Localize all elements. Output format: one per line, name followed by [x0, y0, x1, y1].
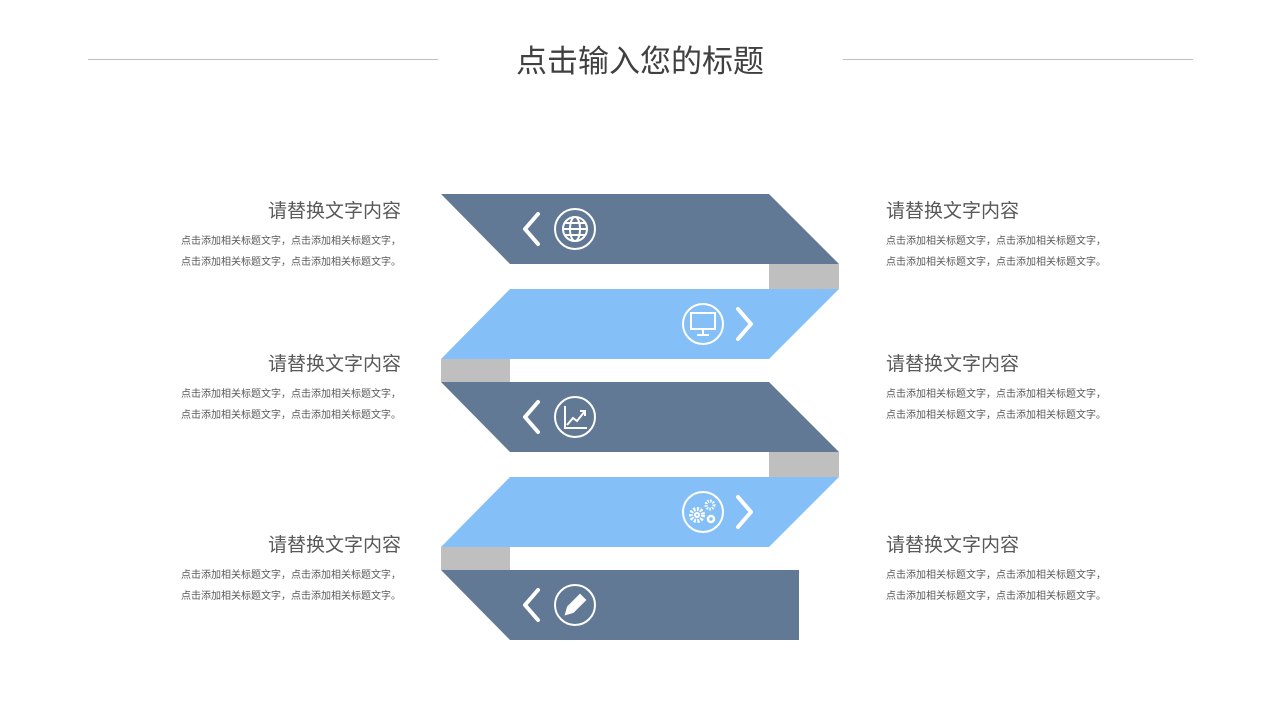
block-heading[interactable]: 请替换文字内容 [886, 353, 1020, 375]
fold-3 [769, 452, 839, 477]
chevron-left-icon [523, 212, 540, 246]
block-body[interactable]: 点击添加相关标题文字，点击添加相关标题文字，点击添加相关标题文字，点击添加相关标… [181, 389, 401, 421]
block-heading[interactable]: 请替换文字内容 [267, 534, 401, 556]
gears-icon [682, 491, 724, 533]
text-block-left-2: 请替换文字内容 点击添加相关标题文字，点击添加相关标题文字，点击添加相关标题文字… [176, 349, 401, 426]
block-body[interactable]: 点击添加相关标题文字，点击添加相关标题文字，点击添加相关标题文字，点击添加相关标… [886, 389, 1106, 421]
block-heading[interactable]: 请替换文字内容 [886, 200, 1020, 222]
globe-icon [554, 208, 596, 250]
block-body[interactable]: 点击添加相关标题文字，点击添加相关标题文字，点击添加相关标题文字，点击添加相关标… [886, 570, 1106, 602]
block-heading[interactable]: 请替换文字内容 [886, 534, 1020, 556]
text-block-left-3: 请替换文字内容 点击添加相关标题文字，点击添加相关标题文字，点击添加相关标题文字… [176, 530, 401, 607]
page-title[interactable]: 点击输入您的标题 [516, 44, 764, 80]
fold-2 [441, 359, 510, 382]
text-block-right-2: 请替换文字内容 点击添加相关标题文字，点击添加相关标题文字，点击添加相关标题文字… [886, 349, 1111, 426]
text-block-right-3: 请替换文字内容 点击添加相关标题文字，点击添加相关标题文字，点击添加相关标题文字… [886, 530, 1111, 607]
title-rule-right [843, 59, 1193, 60]
text-block-left-1: 请替换文字内容 点击添加相关标题文字，点击添加相关标题文字，点击添加相关标题文字… [176, 196, 401, 273]
title-rule-left [88, 59, 438, 60]
band-4[interactable] [441, 477, 839, 547]
band-2[interactable] [441, 289, 839, 359]
monitor-icon [682, 303, 724, 345]
block-body[interactable]: 点击添加相关标题文字，点击添加相关标题文字，点击添加相关标题文字，点击添加相关标… [181, 236, 401, 268]
chevron-right-icon [736, 307, 753, 341]
band-5[interactable] [441, 570, 799, 640]
chevron-left-icon [523, 588, 540, 622]
band-1[interactable] [441, 194, 839, 264]
pencil-icon [554, 584, 596, 626]
fold-4 [441, 547, 510, 570]
band-3[interactable] [441, 382, 839, 452]
block-heading[interactable]: 请替换文字内容 [267, 353, 401, 375]
block-body[interactable]: 点击添加相关标题文字，点击添加相关标题文字，点击添加相关标题文字，点击添加相关标… [886, 236, 1106, 268]
chevron-right-icon [736, 495, 753, 529]
text-block-right-1: 请替换文字内容 点击添加相关标题文字，点击添加相关标题文字，点击添加相关标题文字… [886, 196, 1111, 273]
chart-icon [554, 396, 596, 438]
fold-1 [769, 264, 839, 289]
block-body[interactable]: 点击添加相关标题文字，点击添加相关标题文字，点击添加相关标题文字，点击添加相关标… [181, 570, 401, 602]
block-heading[interactable]: 请替换文字内容 [267, 200, 401, 222]
chevron-left-icon [523, 400, 540, 434]
